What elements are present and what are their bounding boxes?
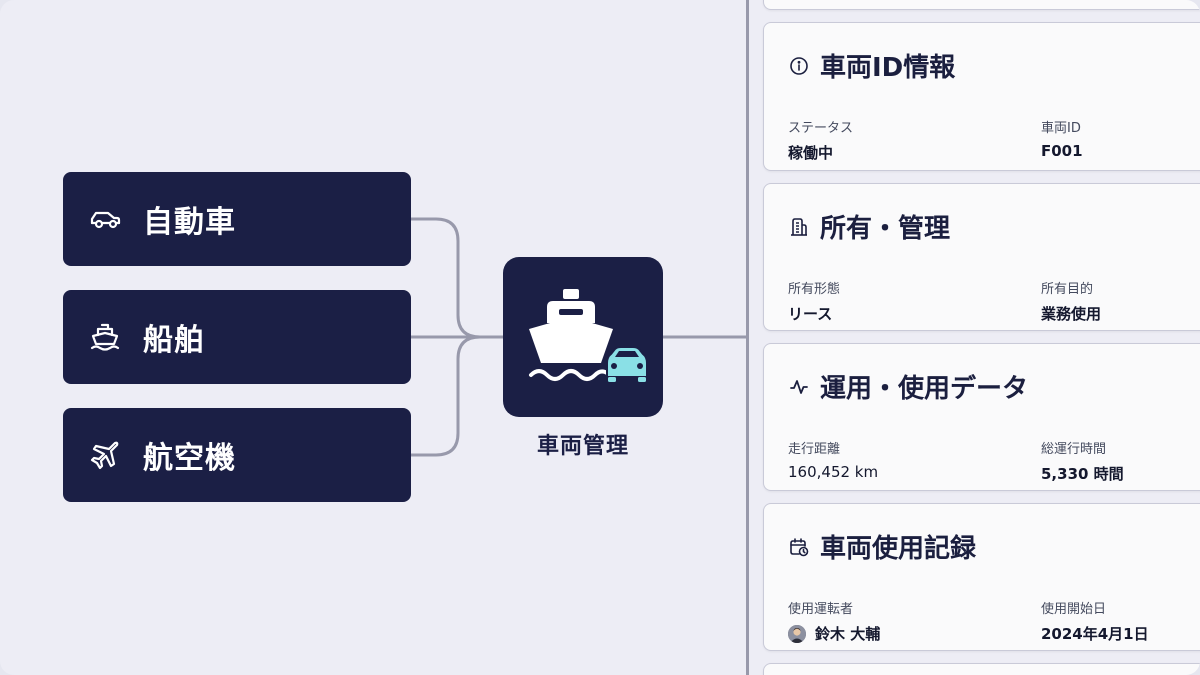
field-label: ステータス	[788, 121, 854, 136]
field-label: 使用開始日	[1041, 602, 1107, 617]
ship-and-car-icon	[529, 289, 648, 382]
field-mileage: 走行距離 160,452 km	[788, 438, 878, 481]
category-label: 自動車	[143, 205, 236, 240]
card-partial-bottom	[763, 663, 1200, 675]
avatar	[788, 624, 806, 643]
card-title: 運用・使用データ	[820, 374, 1029, 404]
field-start-date: 使用開始日 2024年4月1日	[1041, 598, 1149, 644]
field-value: 稼働中	[788, 144, 834, 162]
activity-icon	[788, 376, 810, 398]
field-value: 160,452 km	[788, 463, 879, 481]
field-value: 業務使用	[1041, 305, 1102, 323]
field-value: リース	[788, 305, 833, 323]
vehicle-management-hub[interactable]	[503, 257, 663, 417]
card-ownership: 所有・管理 所有形態 リース 所有目的 業務使用	[763, 183, 1200, 331]
info-icon	[788, 55, 810, 77]
field-label: 走行距離	[788, 442, 841, 457]
calendar-clock-icon	[788, 536, 810, 558]
card-title: 車両使用記録	[820, 534, 977, 564]
hub-label: 車両管理	[536, 434, 629, 459]
field-label: 車両ID	[1041, 121, 1081, 136]
field-label: 総運行時間	[1041, 442, 1107, 457]
field-label: 所有形態	[788, 282, 841, 297]
field-value: F001	[1041, 142, 1083, 160]
connector-car	[409, 217, 505, 339]
category-car[interactable]: 自動車	[63, 172, 411, 266]
field-ownership-purpose: 所有目的 業務使用	[1041, 278, 1101, 324]
field-value: 2024年4月1日	[1041, 625, 1149, 643]
card-vehicle-id-info: 車両ID情報 ステータス 稼働中 車両ID F001	[763, 22, 1200, 171]
category-label: 航空機	[143, 441, 236, 476]
card-usage-log: 車両使用記録 使用運転者 鈴木 大輔 使用開始日 2024年4月1日	[763, 503, 1200, 651]
card-title: 車両ID情報	[820, 53, 956, 83]
field-label: 使用運転者	[788, 602, 854, 617]
ship-icon	[87, 319, 123, 355]
building-icon	[788, 216, 810, 238]
panel-divider	[746, 0, 749, 675]
field-operating-hours: 総運行時間 5,330 時間	[1041, 438, 1124, 484]
plane-icon	[87, 437, 123, 473]
field-value: 鈴木 大輔	[815, 625, 881, 643]
card-usage-data: 運用・使用データ 走行距離 160,452 km 総運行時間 5,330 時間	[763, 343, 1200, 491]
field-status: ステータス 稼働中	[788, 117, 853, 163]
field-label: 所有目的	[1041, 282, 1094, 297]
category-ship[interactable]: 船舶	[63, 290, 411, 384]
category-label: 船舶	[143, 323, 205, 358]
category-plane[interactable]: 航空機	[63, 408, 411, 502]
card-partial-top	[763, 0, 1200, 10]
field-driver: 使用運転者 鈴木 大輔	[788, 598, 880, 644]
card-title: 所有・管理	[820, 214, 951, 244]
field-value: 5,330 時間	[1041, 465, 1124, 483]
connector-plane	[409, 335, 482, 457]
field-vehicle-id: 車両ID F001	[1041, 117, 1083, 160]
car-icon	[87, 201, 123, 237]
field-ownership-type: 所有形態 リース	[788, 278, 840, 324]
